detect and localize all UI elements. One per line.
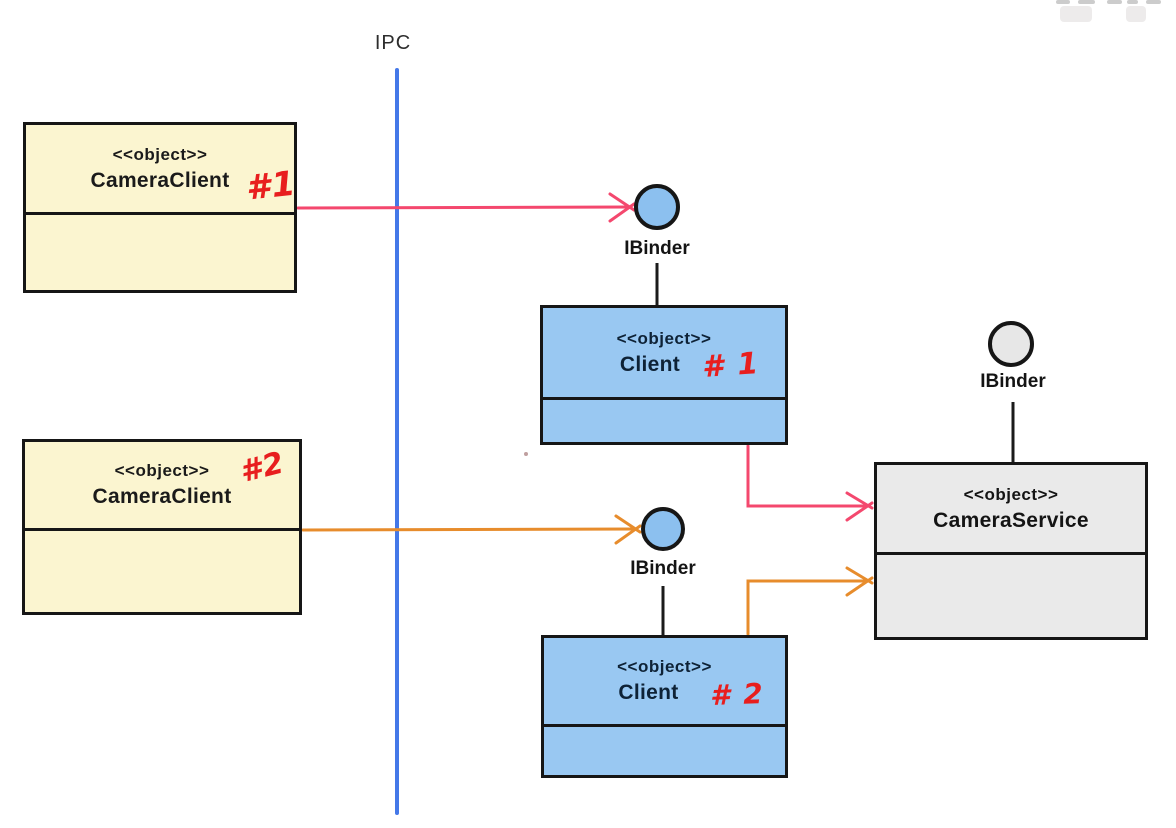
empty-compartment bbox=[543, 400, 785, 442]
node-name: CameraClient bbox=[90, 168, 230, 192]
stereotype-label: <<object>> bbox=[114, 461, 210, 480]
empty-compartment bbox=[877, 555, 1145, 637]
empty-compartment bbox=[26, 215, 294, 290]
ibinder-label-client2: IBinder bbox=[630, 558, 696, 579]
arrow-cameraclient2-to-ibinder2 bbox=[301, 514, 642, 545]
stereotype-label: <<object>> bbox=[112, 144, 208, 164]
node-cameraclient-2: <<object>> CameraClient bbox=[22, 439, 302, 615]
ipc-label: IPC bbox=[374, 32, 412, 54]
arrow-cameraclient1-to-ibinder1 bbox=[296, 192, 636, 223]
ibinder-circle-client2 bbox=[641, 507, 685, 551]
stereotype-label: <<object>> bbox=[616, 328, 712, 348]
node-name: Client bbox=[618, 681, 679, 704]
empty-compartment bbox=[544, 727, 785, 775]
node-name: CameraClient bbox=[92, 485, 232, 508]
node-name: CameraService bbox=[933, 508, 1089, 532]
ibinder-label-client1: IBinder bbox=[624, 238, 690, 259]
ibinder-circle-client1 bbox=[634, 184, 680, 230]
arrow-client2-to-cameraservice bbox=[746, 566, 874, 636]
node-name: Client bbox=[619, 352, 681, 376]
arrow-client1-to-cameraservice bbox=[746, 444, 874, 522]
stereotype-label: <<object>> bbox=[963, 484, 1059, 504]
empty-compartment bbox=[25, 531, 299, 612]
node-client-1: <<object>> Client bbox=[540, 305, 788, 445]
ibinder-label-cameraservice: IBinder bbox=[980, 371, 1046, 392]
stray-dot-artifact bbox=[524, 452, 528, 456]
node-client-2: <<object>> Client bbox=[541, 635, 788, 778]
stereotype-label: <<object>> bbox=[617, 657, 712, 676]
ibinder-circle-cameraservice bbox=[988, 321, 1034, 367]
node-cameraclient-1: <<object>> CameraClient bbox=[23, 122, 297, 293]
node-cameraservice: <<object>> CameraService bbox=[874, 462, 1148, 640]
